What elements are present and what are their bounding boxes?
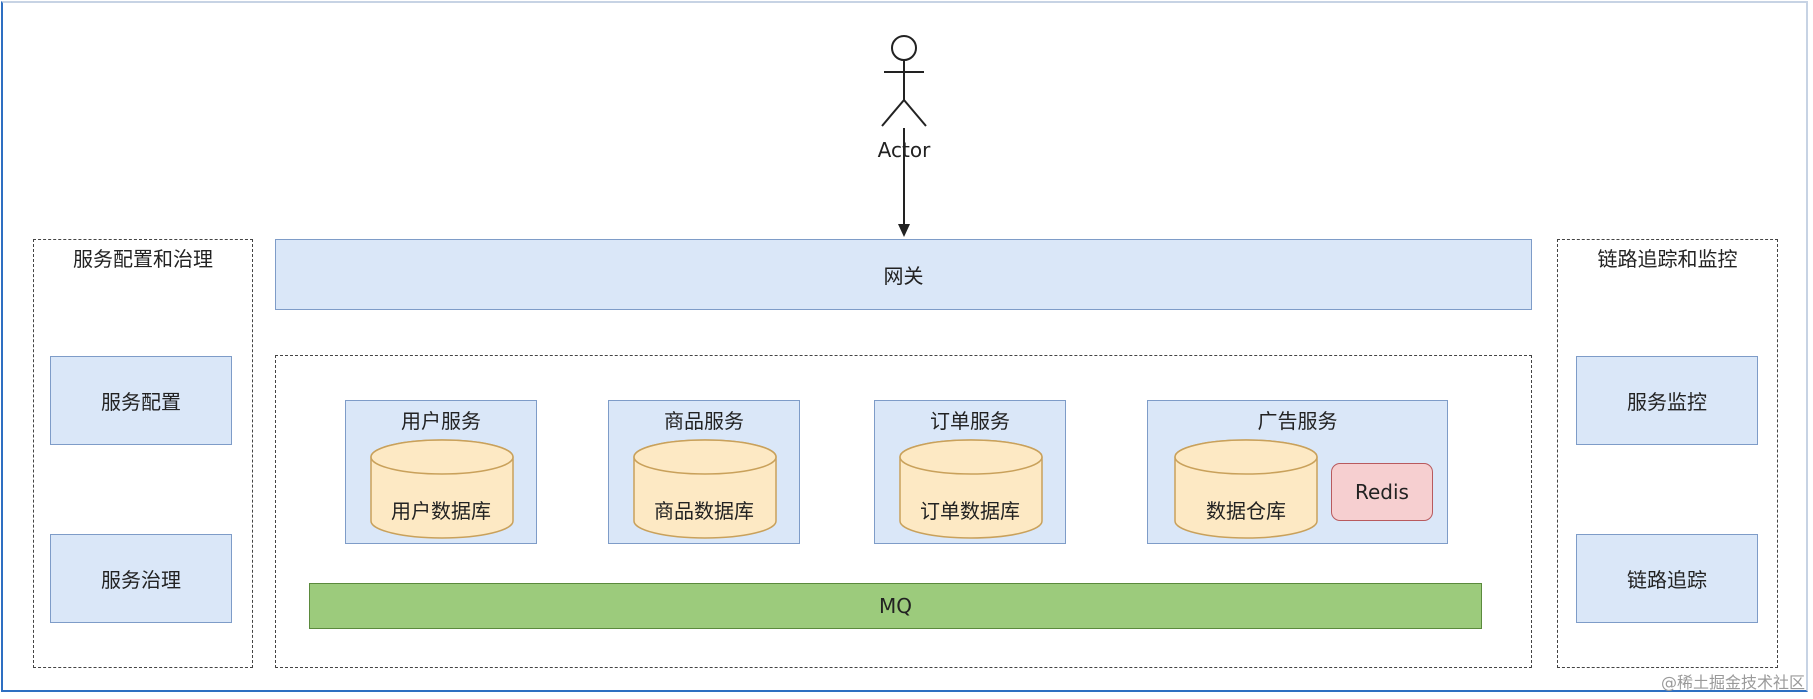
gateway-box[interactable]: 网关 — [275, 239, 1532, 310]
actor-stick-figure-icon — [881, 35, 927, 127]
product-service-box[interactable]: 商品服务 商品数据库 — [608, 400, 800, 544]
user-database-cylinder-icon — [370, 439, 514, 539]
services-container — [275, 355, 1532, 668]
order-database-label: 订单数据库 — [920, 499, 1020, 523]
watermark: @稀土掘金技术社区 — [1660, 673, 1805, 692]
product-service-title: 商品服务 — [664, 409, 744, 433]
data-warehouse-label: 数据仓库 — [1206, 499, 1286, 523]
left-panel-title: 服务配置和治理 — [73, 247, 213, 271]
redis-label: Redis — [1355, 480, 1409, 504]
user-service-title: 用户服务 — [401, 409, 481, 433]
order-service-title: 订单服务 — [930, 409, 1010, 433]
left-panel-config-governance — [33, 239, 253, 668]
gateway-label: 网关 — [883, 264, 924, 288]
user-database-label: 用户数据库 — [391, 499, 491, 523]
service-monitoring-box[interactable]: 服务监控 — [1576, 356, 1758, 445]
order-service-box[interactable]: 订单服务 订单数据库 — [874, 400, 1066, 544]
service-config-box[interactable]: 服务配置 — [50, 356, 232, 445]
right-panel-title: 链路追踪和监控 — [1597, 247, 1738, 271]
order-database-cylinder-icon — [899, 439, 1043, 539]
service-governance-label: 服务治理 — [101, 568, 181, 592]
trace-tracking-box[interactable]: 链路追踪 — [1576, 534, 1758, 623]
product-database-cylinder-icon — [633, 439, 777, 539]
redis-box[interactable]: Redis — [1331, 463, 1433, 521]
service-config-label: 服务配置 — [101, 390, 181, 414]
mq-bar[interactable]: MQ — [309, 583, 1482, 629]
service-monitoring-label: 服务监控 — [1627, 390, 1707, 414]
right-panel-tracing-monitoring — [1557, 239, 1778, 668]
product-database-label: 商品数据库 — [654, 499, 754, 523]
ad-service-title: 广告服务 — [1257, 409, 1338, 433]
data-warehouse-cylinder-icon — [1174, 439, 1318, 539]
actor-to-gateway-arrow — [898, 128, 910, 237]
trace-tracking-label: 链路追踪 — [1627, 568, 1707, 592]
service-governance-box[interactable]: 服务治理 — [50, 534, 232, 623]
ad-service-box[interactable]: 广告服务 数据仓库 Redis — [1147, 400, 1448, 544]
user-service-box[interactable]: 用户服务 用户数据库 — [345, 400, 537, 544]
mq-label: MQ — [879, 594, 912, 618]
